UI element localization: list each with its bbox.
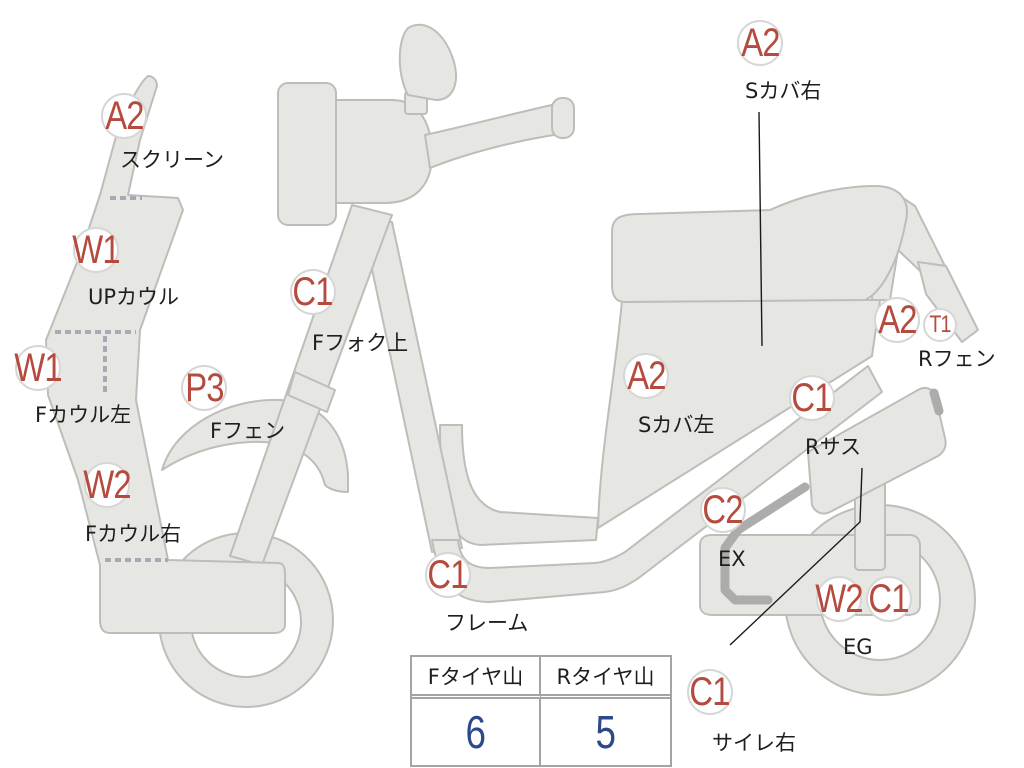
mirror	[398, 23, 457, 101]
damage-code-badge: W2	[815, 576, 864, 622]
floor-board	[439, 424, 599, 546]
damage-code: W1	[14, 346, 62, 390]
part-label: Sカバ右	[745, 79, 822, 103]
rear-fender	[917, 261, 979, 343]
damage-code: A2	[877, 298, 917, 342]
damage-code: W2	[815, 577, 863, 621]
cowl-dividers	[55, 196, 168, 562]
tire-tread-table: Fタイヤ山 Rタイヤ山 6 5	[410, 655, 672, 767]
part-label: フレーム	[445, 611, 529, 635]
rear-tire-value: 5	[595, 706, 616, 758]
bar-end	[551, 97, 575, 139]
damage-code: C2	[702, 488, 744, 532]
damage-code: C1	[868, 577, 910, 621]
rear-tire-cell: 5	[541, 699, 670, 765]
damage-code-badge: P3	[181, 365, 227, 411]
part-label: Rフェン	[918, 347, 996, 371]
part-label: Fフェン	[210, 419, 286, 443]
part-label: Sカバ左	[638, 413, 715, 437]
rear-tire-header: Rタイヤ山	[541, 657, 670, 699]
damage-code: A2	[740, 21, 780, 65]
front-tire-cell: 6	[412, 699, 541, 765]
damage-code: P3	[184, 366, 224, 410]
damage-code: C1	[292, 270, 334, 314]
damage-code-badge: C1	[290, 269, 336, 315]
damage-code-badge: C1	[687, 669, 733, 715]
part-label: EG	[843, 635, 873, 659]
front-tire-header: Fタイヤ山	[412, 657, 541, 699]
damage-code-badge: C2	[700, 487, 746, 533]
front-tire-value: 6	[465, 706, 486, 758]
damage-code-badge: A2	[101, 93, 147, 139]
damage-code-badge: W1	[72, 227, 121, 273]
damage-code: W2	[83, 463, 131, 507]
part-label: スクリーン	[120, 148, 224, 172]
frame-lower	[431, 365, 883, 603]
part-label: Fフォク上	[312, 331, 409, 355]
damage-code-badge: A2	[874, 297, 920, 343]
damage-code: C1	[689, 670, 731, 714]
part-label: Fカウル右	[85, 522, 182, 546]
fork-brace	[287, 371, 336, 413]
part-label: UPカウル	[88, 285, 180, 309]
damage-code: C1	[427, 553, 469, 597]
damage-code: A2	[626, 354, 666, 398]
part-label: Rサス	[805, 435, 862, 459]
frame-down-tube	[361, 221, 463, 553]
leader-side-cover-right	[758, 111, 763, 347]
damage-code-badge: W1	[14, 345, 63, 391]
leader-silencer-right	[729, 467, 863, 646]
exhaust-pipe	[720, 482, 810, 605]
damage-code: W1	[72, 228, 120, 272]
headlight-cover	[277, 82, 337, 226]
seat	[611, 185, 908, 303]
handle-cover	[335, 99, 433, 204]
damage-code-badge: A2	[623, 353, 669, 399]
damage-code-badge: A2	[737, 20, 783, 66]
front-fender	[161, 398, 349, 493]
damage-code-badge-small: T1	[923, 308, 957, 342]
damage-code-badge: C1	[866, 576, 912, 622]
part-label: サイレ右	[712, 731, 796, 755]
damage-code: A2	[104, 94, 144, 138]
part-label: EX	[718, 547, 746, 571]
handlebar	[424, 103, 561, 169]
part-label: Fカウル左	[35, 403, 132, 427]
shock-end-cap	[929, 388, 944, 416]
damage-code: C1	[791, 376, 833, 420]
rear-suspension	[807, 386, 947, 515]
damage-code-badge: C1	[789, 375, 835, 421]
damage-code: T1	[929, 311, 951, 338]
damage-code-badge: W2	[83, 462, 132, 508]
damage-code-badge: C1	[425, 552, 471, 598]
